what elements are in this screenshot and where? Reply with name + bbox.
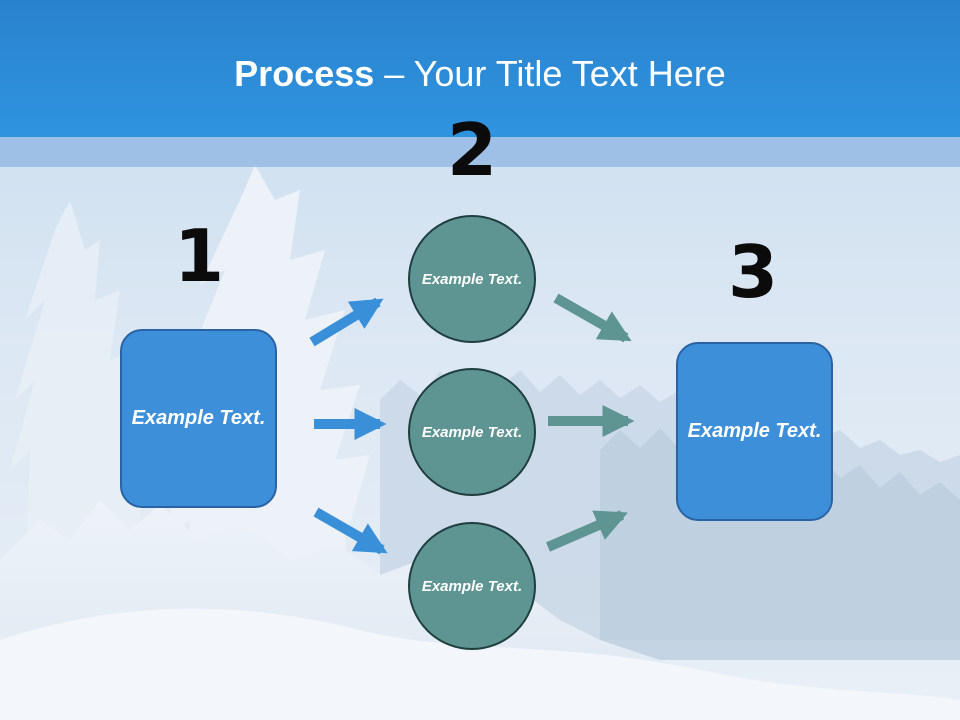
step-number-2: 2 bbox=[446, 108, 498, 192]
arrow-from-circle-bottom bbox=[546, 510, 628, 552]
circle-middle-text: Example Text. bbox=[421, 423, 523, 441]
slide-title: Process – Your Title Text Here bbox=[0, 52, 960, 96]
circle-node-middle[interactable]: Example Text. bbox=[408, 368, 536, 496]
title-bar-band bbox=[0, 137, 960, 167]
title-bold: Process bbox=[234, 53, 375, 94]
title-rest: – Your Title Text Here bbox=[374, 53, 726, 94]
arrow-from-circle-top bbox=[553, 293, 632, 343]
right-box-text: Example Text. bbox=[687, 420, 822, 442]
arrow-to-circle-bottom bbox=[313, 507, 388, 555]
left-box-text: Example Text. bbox=[131, 407, 266, 429]
step-number-3: 3 bbox=[727, 230, 779, 314]
circle-top-text: Example Text. bbox=[421, 270, 523, 288]
circle-node-bottom[interactable]: Example Text. bbox=[408, 522, 536, 650]
right-process-box[interactable]: Example Text. bbox=[676, 342, 833, 521]
step-number-1: 1 bbox=[173, 214, 225, 298]
left-process-box[interactable]: Example Text. bbox=[120, 329, 277, 508]
arrow-to-circle-top bbox=[309, 297, 384, 347]
title-bar bbox=[0, 0, 960, 137]
circle-node-top[interactable]: Example Text. bbox=[408, 215, 536, 343]
circle-bottom-text: Example Text. bbox=[421, 577, 523, 595]
